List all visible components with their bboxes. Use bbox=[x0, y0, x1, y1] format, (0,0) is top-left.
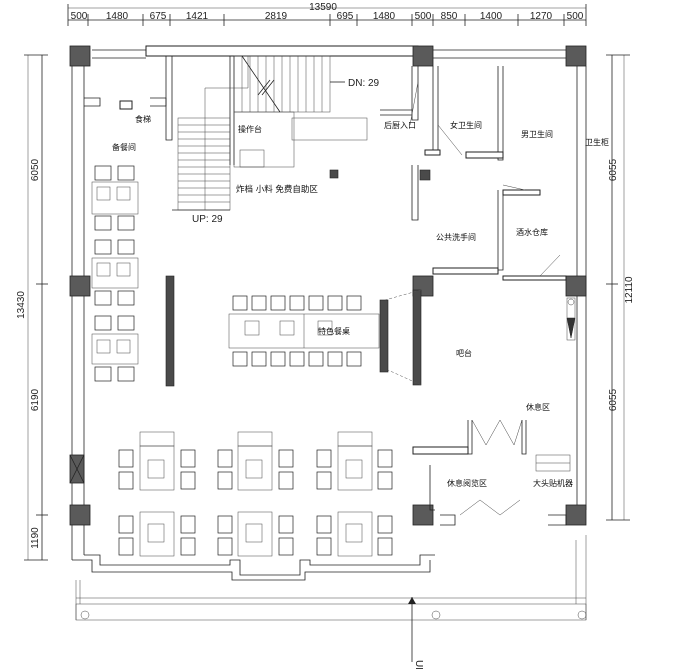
dim-segment: 695 bbox=[337, 11, 354, 22]
dim-segment: 6055 bbox=[608, 158, 619, 181]
dim-segment: 2819 bbox=[265, 11, 288, 22]
dim-segment: 500 bbox=[415, 11, 432, 22]
dim-segment: 1480 bbox=[106, 11, 129, 22]
dim-segment: 1480 bbox=[373, 11, 396, 22]
dim-segment: 6055 bbox=[608, 388, 619, 411]
dim-segment: 1421 bbox=[186, 11, 209, 22]
room-label-men-restroom: 男卫生间 bbox=[521, 129, 553, 139]
dim-segment: 850 bbox=[441, 11, 458, 22]
table-group bbox=[118, 431, 196, 491]
dim-segment: 6050 bbox=[30, 158, 41, 181]
column bbox=[412, 504, 434, 526]
room-label-bar: 吧台 bbox=[456, 348, 472, 358]
chair bbox=[117, 366, 135, 382]
exterior-walls bbox=[71, 45, 587, 581]
four-seat-tables-row-1 bbox=[118, 431, 393, 491]
dim-segment: 675 bbox=[150, 11, 167, 22]
room-label-photo-booth: 大头贴机器 bbox=[533, 478, 573, 488]
dim-segment: 500 bbox=[71, 11, 88, 22]
dim-segment: 500 bbox=[567, 11, 584, 22]
table-group bbox=[316, 511, 393, 557]
chair bbox=[94, 239, 112, 255]
table bbox=[91, 257, 139, 289]
table bbox=[91, 181, 139, 215]
room-label-women-restroom: 女卫生间 bbox=[450, 120, 482, 130]
dim-segment: 1190 bbox=[30, 527, 41, 549]
chair bbox=[94, 315, 112, 331]
left-dimension-line: 6050 13430 6190 1190 bbox=[16, 54, 48, 561]
room-label-rest-area: 休息区 bbox=[526, 402, 550, 412]
room-label-public-washroom: 公共洗手间 bbox=[436, 232, 476, 242]
column bbox=[69, 45, 91, 67]
dim-segment: 1400 bbox=[480, 11, 503, 22]
overall-height-label: 12110 bbox=[624, 276, 635, 304]
table-group bbox=[217, 511, 294, 557]
column bbox=[69, 504, 91, 526]
column bbox=[565, 275, 587, 297]
table-group bbox=[217, 431, 294, 491]
entry-up-label: UP bbox=[413, 660, 424, 669]
chair bbox=[117, 165, 135, 181]
room-label-wine-storage: 酒水仓库 bbox=[516, 227, 548, 237]
left-dining-area bbox=[91, 165, 175, 387]
room-label-operating-table: 操作台 bbox=[238, 124, 262, 134]
chair bbox=[117, 215, 135, 231]
chair bbox=[117, 315, 135, 331]
table bbox=[91, 333, 139, 365]
structural-columns bbox=[69, 45, 587, 526]
chair bbox=[117, 290, 135, 306]
room-label-lounge: 休息阅览区 bbox=[447, 478, 487, 488]
stair-down-label: DN: 29 bbox=[348, 78, 380, 89]
stair-up-label: UP: 29 bbox=[192, 214, 223, 225]
room-label-restroom-cabinet: 卫生柜 bbox=[585, 137, 609, 147]
room-label-self-service: 炸档 小料 免费自助区 bbox=[236, 184, 318, 195]
room-labels: 食梯 备餐间 操作台 后厨入口 女卫生间 男卫生间 卫生柜 炸档 小料 免费自助… bbox=[112, 114, 609, 488]
room-label-canteen: 食梯 bbox=[135, 114, 151, 124]
chair bbox=[94, 366, 112, 382]
column bbox=[565, 504, 587, 526]
interior-walls bbox=[84, 56, 567, 281]
rest-lounge-area bbox=[412, 297, 576, 526]
room-label-special-table: 特色餐桌 bbox=[318, 326, 350, 336]
overall-height-label: 13430 bbox=[16, 291, 27, 319]
room-label-kitchen-entrance: 后厨入口 bbox=[384, 120, 416, 130]
entrance-ramp: UP bbox=[75, 535, 587, 669]
top-dimension-line: 13590 500 1480 675 1421 2819 695 1480 50… bbox=[67, 2, 587, 26]
chair bbox=[117, 239, 135, 255]
room-label-prep: 备餐间 bbox=[112, 142, 136, 152]
right-dimension-line: 6055 12110 6055 bbox=[606, 54, 635, 521]
four-seat-tables-row-2 bbox=[118, 511, 393, 557]
staircase: DN: 29 UP: 29 bbox=[177, 55, 380, 225]
special-dining-table bbox=[228, 289, 422, 386]
chair bbox=[94, 165, 112, 181]
dim-segment: 6190 bbox=[30, 388, 41, 411]
table-group bbox=[316, 431, 393, 491]
column bbox=[412, 45, 434, 67]
column bbox=[565, 45, 587, 67]
column bbox=[69, 275, 91, 297]
table-group bbox=[118, 511, 196, 557]
chair bbox=[94, 215, 112, 231]
dim-segment: 1270 bbox=[530, 11, 553, 22]
overall-width-label: 13590 bbox=[309, 2, 337, 13]
chair bbox=[94, 290, 112, 306]
